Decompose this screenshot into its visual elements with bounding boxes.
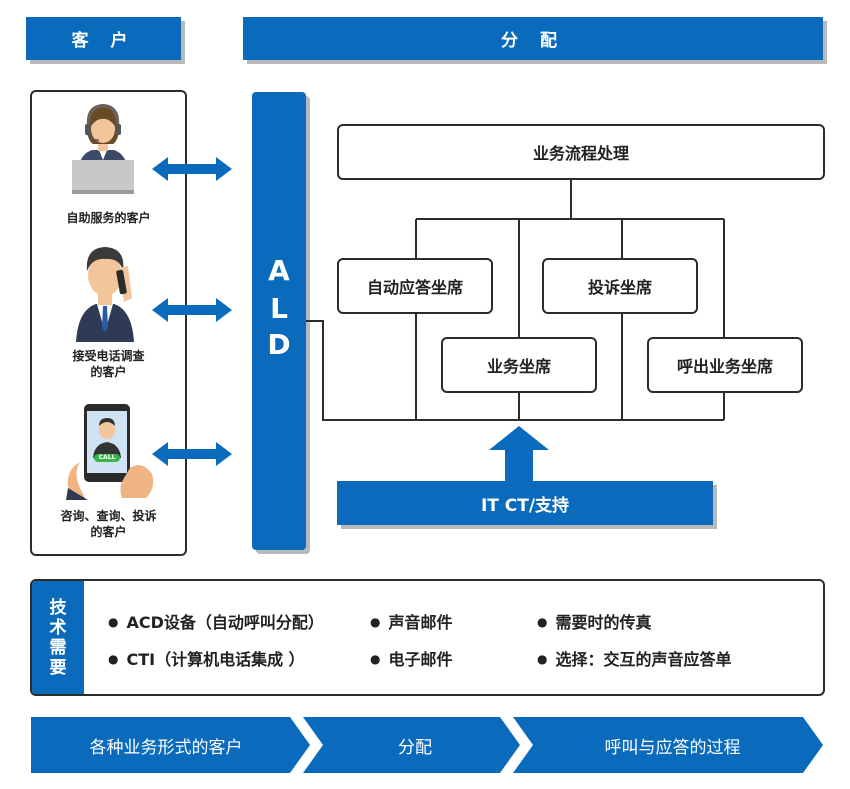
- self-service-customer-icon: [72, 104, 134, 194]
- self-service-customer-label: 自助服务的客户: [66, 211, 151, 225]
- flow-step-customers: 各种业务形式的客户: [89, 737, 243, 758]
- call-badge-text: CALL: [98, 454, 116, 461]
- tech-requirements-panel: 技 术 需 要 ACD设备（自动呼叫分配） 声音邮件 需要时的传真 CTI（计算…: [30, 579, 825, 696]
- outbound-seat-label: 呼出业务坐席: [676, 357, 773, 376]
- business-seat-label: 业务坐席: [486, 357, 551, 376]
- double-arrow-icon: [152, 442, 232, 466]
- tech-item: ACD设备（自动呼叫分配）: [108, 609, 323, 633]
- tech-title-char: 要: [49, 657, 67, 678]
- tech-item: 声音邮件: [370, 609, 452, 633]
- auto-answer-seat-box: 自动应答坐席: [337, 258, 493, 314]
- tech-title-char: 需: [49, 637, 67, 658]
- it-support-label: IT CT/支持: [480, 495, 570, 516]
- ald-letter-a: A: [268, 254, 290, 287]
- ald-letter-d: D: [267, 328, 291, 361]
- tech-title-char: 技: [49, 597, 67, 618]
- distribution-header: 分 配: [243, 17, 823, 60]
- ald-bar: [252, 92, 306, 550]
- complaint-seat-label: 投诉坐席: [587, 278, 652, 297]
- phone-customer-icon: [76, 247, 134, 342]
- smartphone-customer-label: 咨询、查询、投诉 的客户: [60, 509, 157, 539]
- customer-header: 客 户: [26, 17, 181, 60]
- business-process-box: 业务流程处理: [337, 124, 825, 180]
- double-arrow-icon: [152, 298, 232, 322]
- customer-header-label: 客 户: [71, 31, 136, 51]
- tech-title-char: 术: [49, 617, 67, 638]
- outbound-seat-box: 呼出业务坐席: [647, 337, 803, 393]
- complaint-seat-box: 投诉坐席: [542, 258, 698, 314]
- ald-letter-l: L: [270, 292, 288, 325]
- it-support-bar: IT CT/支持: [337, 481, 713, 525]
- business-process-label: 业务流程处理: [532, 144, 629, 163]
- tech-requirements-title: 技 术 需 要: [32, 581, 84, 694]
- flow-step-process: 呼叫与应答的过程: [604, 737, 741, 758]
- flow-step-distribution: 分配: [398, 737, 432, 758]
- tech-item: 选择：交互的声音应答单: [537, 646, 731, 670]
- tech-item: CTI（计算机电话集成 ）: [108, 646, 304, 670]
- tech-item: 需要时的传真: [537, 609, 651, 633]
- business-seat-box: 业务坐席: [441, 337, 597, 393]
- phone-customer-label: 接受电话调查 的客户: [72, 349, 145, 379]
- tech-item: 电子邮件: [370, 646, 452, 670]
- double-arrow-icon: [152, 157, 232, 181]
- auto-answer-seat-label: 自动应答坐席: [366, 278, 463, 297]
- distribution-header-label: 分 配: [501, 31, 565, 51]
- smartphone-customer-icon: [66, 404, 154, 500]
